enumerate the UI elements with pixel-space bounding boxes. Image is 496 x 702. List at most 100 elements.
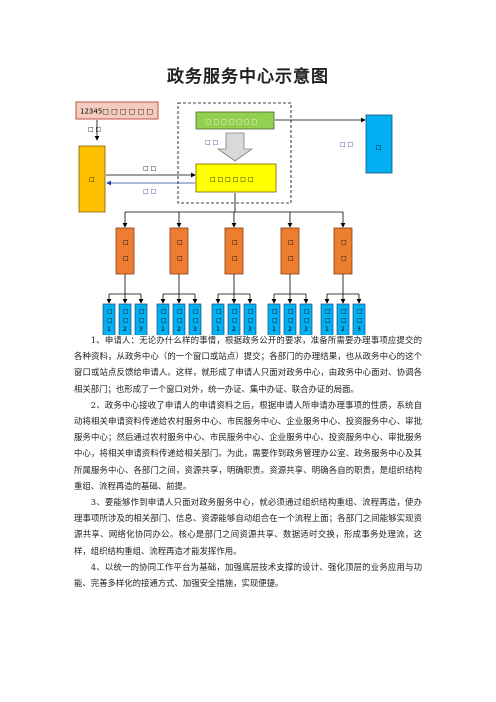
department-label: □ — [232, 239, 238, 246]
sub-unit-label: 2 — [232, 326, 236, 333]
explanation-text: 1、申请人：无论办什么样的事情，根据政务公开的要求，准备所需要办理事项应提交的各… — [74, 332, 422, 591]
dashed-service-boundary — [177, 102, 292, 204]
department-label: □ — [288, 239, 294, 246]
sub-unit-box — [320, 303, 334, 335]
right-external-label: □ — [376, 144, 382, 151]
down-hollow-arrow — [216, 132, 254, 162]
arrow-label-left-lower: □ □ — [143, 188, 156, 195]
arrow-label-right: □ □ — [340, 141, 353, 148]
department-label: □ — [288, 255, 294, 262]
department-tree: □ □ □ □ 1 □ □ 2 □ □ 3 □ □ □ □ 1 □ □ 2 □ □ 3 □ □ □ □ 1 □ □ 2 □ □ 3 □ □ □ □ 1 □ □… — [102, 193, 366, 335]
sub-unit-box — [134, 303, 148, 335]
sub-unit-label: □ — [177, 317, 183, 324]
sub-unit-label: □ — [139, 308, 145, 315]
department-label: □ — [232, 255, 238, 262]
right-external-box: □ — [365, 114, 393, 174]
sub-unit-label: 3 — [139, 326, 143, 333]
department-box — [280, 227, 300, 275]
department-label: □ — [123, 239, 129, 246]
sub-unit-label: □ — [272, 308, 278, 315]
department-box — [333, 227, 353, 275]
sub-unit-label: □ — [357, 317, 363, 324]
arrow-label-left-upper: □ □ — [143, 165, 156, 172]
sub-unit-box — [118, 303, 132, 335]
sub-unit-box — [172, 303, 186, 335]
sub-unit-box — [102, 303, 116, 335]
sub-unit-box — [299, 303, 313, 335]
center-service-box: □ □ □ □ □ □ — [195, 163, 277, 193]
sub-unit-label: 2 — [123, 326, 127, 333]
department-label: □ — [177, 239, 183, 246]
sub-unit-label: □ — [193, 317, 199, 324]
sub-unit-label: 3 — [304, 326, 308, 333]
department-label: □ — [341, 239, 347, 246]
sub-unit-label: 3 — [248, 326, 252, 333]
sub-unit-label: 1 — [161, 326, 165, 333]
arrow-label-top: □ □ — [205, 139, 218, 146]
sub-unit-label: □ — [161, 317, 167, 324]
service-center-diagram: 12345□ □ □ □ □ □ □ □ □ □ □ □ □ □ □ □ □ □… — [75, 101, 393, 335]
sub-unit-label: □ — [177, 308, 183, 315]
sub-unit-label: □ — [123, 308, 129, 315]
sub-unit-box — [336, 303, 350, 335]
sub-unit-label: □ — [123, 317, 129, 324]
sub-unit-label: 1 — [325, 326, 329, 333]
sub-unit-label: □ — [216, 317, 222, 324]
citizen-box-label: 12345□ □ □ □ □ □ — [80, 108, 153, 116]
sub-unit-box — [283, 303, 297, 335]
sub-unit-box — [267, 303, 281, 335]
sub-unit-label: □ — [325, 308, 331, 315]
paragraph-3: 3、要能够作到申请人只面对政务服务中心，就必须通过组织结构重组、流程再造，使办理… — [74, 497, 422, 556]
department-box — [224, 227, 244, 275]
paragraph-1: 1、申请人：无论办什么样的事情，根据政务公开的要求，准备所需要办理事项应提交的各… — [74, 335, 422, 394]
sub-unit-label: 2 — [341, 326, 345, 333]
paragraph-2: 2、政务中心接收了申请人的申请资料之后，根据申请人所申请办理事项的性质，系统自动… — [74, 399, 422, 491]
citizen-vertical-label: □ □ — [88, 126, 101, 133]
department-label: □ — [177, 255, 183, 262]
sub-unit-label: □ — [357, 308, 363, 315]
sub-unit-label: □ — [216, 308, 222, 315]
sub-unit-label: 1 — [107, 326, 111, 333]
sub-unit-box — [352, 303, 366, 335]
sub-unit-label: □ — [341, 308, 347, 315]
sub-unit-label: □ — [161, 308, 167, 315]
center-service-label: □ □ □ □ □ □ — [210, 176, 254, 183]
sub-unit-label: □ — [288, 308, 294, 315]
top-center-label: □ □ □ □ □ □ □ — [206, 119, 257, 126]
left-window-box: □ — [78, 145, 106, 213]
sub-unit-label: □ — [272, 317, 278, 324]
sub-unit-box — [188, 303, 202, 335]
sub-unit-box — [156, 303, 170, 335]
left-window-label: □ — [89, 176, 95, 183]
department-label: □ — [123, 255, 129, 262]
department-box — [115, 227, 135, 275]
sub-unit-label: □ — [248, 317, 254, 324]
sub-unit-label: 2 — [177, 326, 181, 333]
sub-unit-label: □ — [107, 308, 113, 315]
sub-unit-label: □ — [139, 317, 145, 324]
sub-unit-label: 1 — [216, 326, 220, 333]
department-box — [169, 227, 189, 275]
sub-unit-label: □ — [248, 308, 254, 315]
sub-unit-label: □ — [107, 317, 113, 324]
sub-unit-label: 3 — [193, 326, 197, 333]
sub-unit-label: □ — [325, 317, 331, 324]
sub-unit-label: 3 — [357, 326, 361, 333]
sub-unit-label: □ — [304, 317, 310, 324]
citizen-box: 12345□ □ □ □ □ □ — [75, 101, 159, 120]
sub-unit-label: □ — [341, 317, 347, 324]
sub-unit-label: 1 — [272, 326, 276, 333]
sub-unit-label: □ — [232, 308, 238, 315]
sub-unit-label: □ — [288, 317, 294, 324]
sub-unit-box — [227, 303, 241, 335]
top-center-box: □ □ □ □ □ □ □ — [195, 111, 275, 130]
sub-unit-label: □ — [232, 317, 238, 324]
sub-unit-label: 2 — [288, 326, 292, 333]
sub-unit-box — [243, 303, 257, 335]
page-title: 政务服务中心示意图 — [167, 67, 329, 87]
paragraph-4: 4、以统一的协同工作平台为基础，加强底层技术支撑的设计、强化顶层的业务应用与功能… — [74, 561, 422, 589]
sub-unit-label: □ — [304, 308, 310, 315]
sub-unit-label: □ — [193, 308, 199, 315]
sub-unit-box — [211, 303, 225, 335]
department-label: □ — [341, 255, 347, 262]
